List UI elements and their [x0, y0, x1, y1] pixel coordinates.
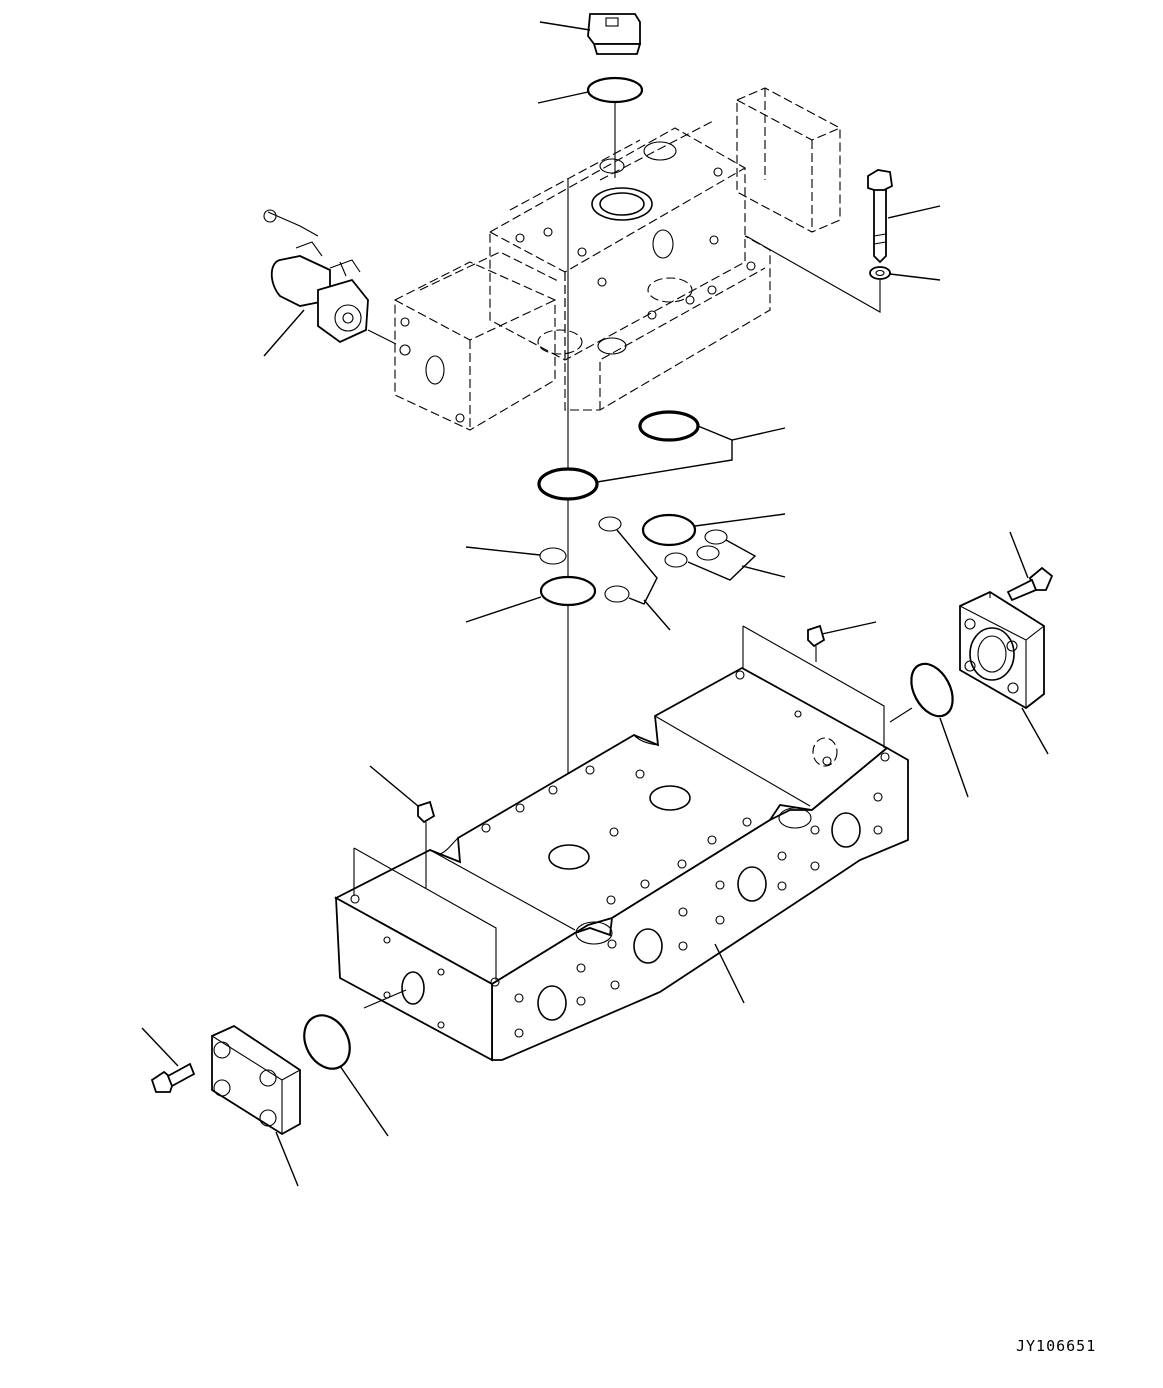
washer-upper [745, 235, 941, 313]
end-cover-left [211, 1024, 301, 1187]
plug-o-ring [537, 76, 644, 178]
o-ring-group-large [537, 178, 786, 501]
bolt-right [1006, 531, 1054, 602]
main-valve-block [334, 666, 909, 1062]
o-ring-group-right [641, 513, 786, 581]
bolt-left [141, 1027, 196, 1093]
upper-valve-assembly-phantom [394, 87, 841, 431]
small-plug-right [742, 621, 885, 748]
small-plug-left [353, 765, 497, 980]
plug-part [539, 13, 642, 55]
drawing-code-label: JY106651 [1016, 1337, 1097, 1355]
o-ring-right [889, 662, 969, 798]
o-ring-left [303, 1014, 389, 1137]
solenoid-valve-part [263, 209, 397, 357]
flange-cover-right [959, 590, 1049, 755]
bolt-upper [867, 169, 941, 264]
